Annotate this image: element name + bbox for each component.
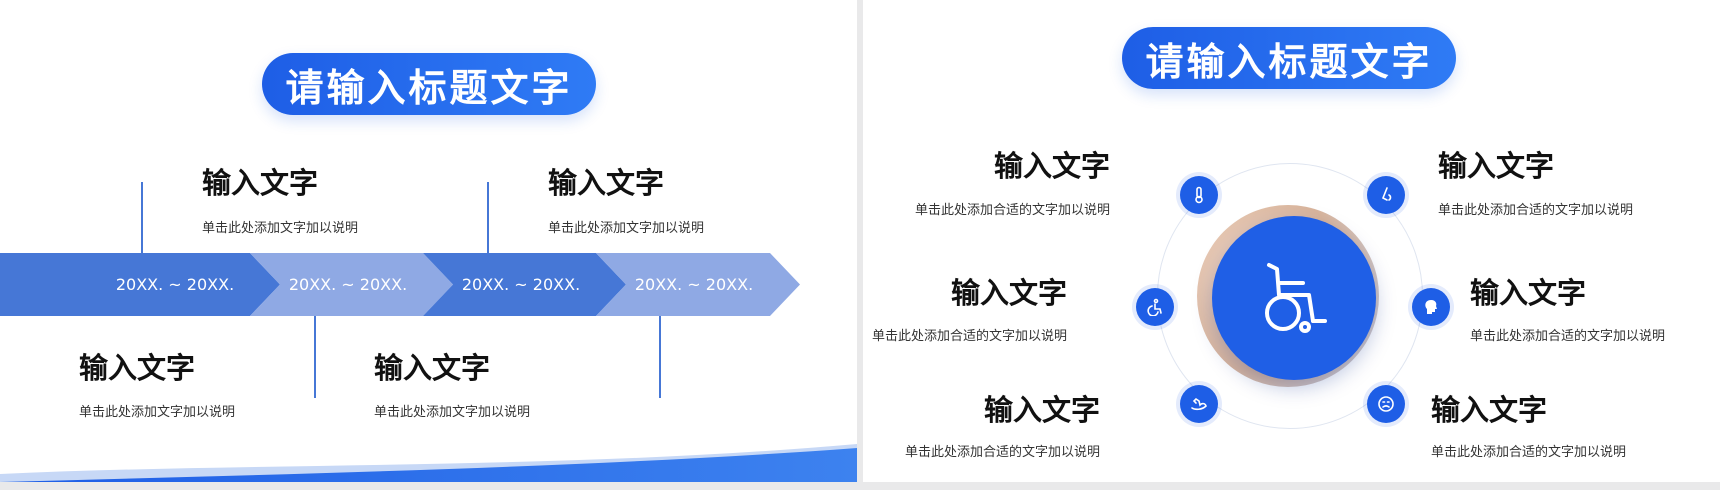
item-heading: 输入文字 [1470, 276, 1587, 310]
timeline-segment-2 [250, 253, 453, 316]
item-heading: 输入文字 [1438, 149, 1555, 183]
item-desc: 单击此处添加文字加以说明 [548, 221, 705, 236]
item-desc: 单击此处添加合适的文字加以说明 [871, 329, 1067, 344]
item-heading: 输入文字 [202, 166, 319, 200]
item-desc: 单击此处添加合适的文字加以说明 [1431, 445, 1627, 460]
slide-title: 请输入标题文字 [262, 53, 596, 115]
connector-line [659, 316, 661, 398]
item-desc: 单击此处添加合适的文字加以说明 [1470, 329, 1666, 344]
item-desc: 单击此处添加合适的文字加以说明 [914, 203, 1110, 218]
timeline-label-3: 20XX. ~ 20XX. [461, 275, 581, 294]
muscle-arm-icon [1180, 385, 1218, 423]
timeline-segment-3 [423, 253, 626, 316]
bottom-wave [0, 444, 857, 482]
item-heading: 输入文字 [993, 149, 1110, 183]
connector-line [314, 316, 316, 398]
timeline-label-2: 20XX. ~ 20XX. [288, 275, 408, 294]
item-heading: 输入文字 [374, 351, 491, 385]
item-desc: 单击此处添加合适的文字加以说明 [1438, 203, 1634, 218]
timeline-slide: 请输入标题文字 20XX. ~ 20XX. 20XX. ~ 20XX. 20XX… [0, 0, 857, 482]
item-desc: 单击此处添加合适的文字加以说明 [904, 445, 1100, 460]
wheelchair-hub [1212, 216, 1376, 380]
item-desc: 单击此处添加文字加以说明 [202, 221, 359, 236]
radial-slide: 请输入标题文字 输入文字 单击此处添加合适的文字加以说明 输入文字 [863, 0, 1720, 482]
wheelchair-person-icon [1136, 288, 1174, 326]
connector-line [487, 182, 489, 253]
timeline-label-1: 20XX. ~ 20XX. [115, 275, 235, 294]
item-heading: 输入文字 [79, 351, 196, 385]
item-heading: 输入文字 [1431, 393, 1548, 427]
item-heading: 输入文字 [950, 276, 1067, 310]
item-heading: 输入文字 [983, 393, 1100, 427]
item-heading: 输入文字 [548, 166, 665, 200]
thermometer-icon [1180, 176, 1218, 214]
item-desc: 单击此处添加文字加以说明 [79, 405, 236, 420]
item-desc: 单击此处添加文字加以说明 [374, 405, 531, 420]
timeline-segment-1 [0, 253, 280, 316]
timeline-label-4: 20XX. ~ 20XX. [634, 275, 754, 294]
head-profile-icon [1412, 288, 1450, 326]
timeline-segment-4 [596, 253, 800, 316]
timeline-band [0, 253, 800, 316]
face-icon [1367, 385, 1405, 423]
wheelchair-icon [1265, 263, 1327, 333]
slide-title: 请输入标题文字 [1122, 27, 1456, 89]
nose-icon [1367, 176, 1405, 214]
connector-line [141, 182, 143, 253]
